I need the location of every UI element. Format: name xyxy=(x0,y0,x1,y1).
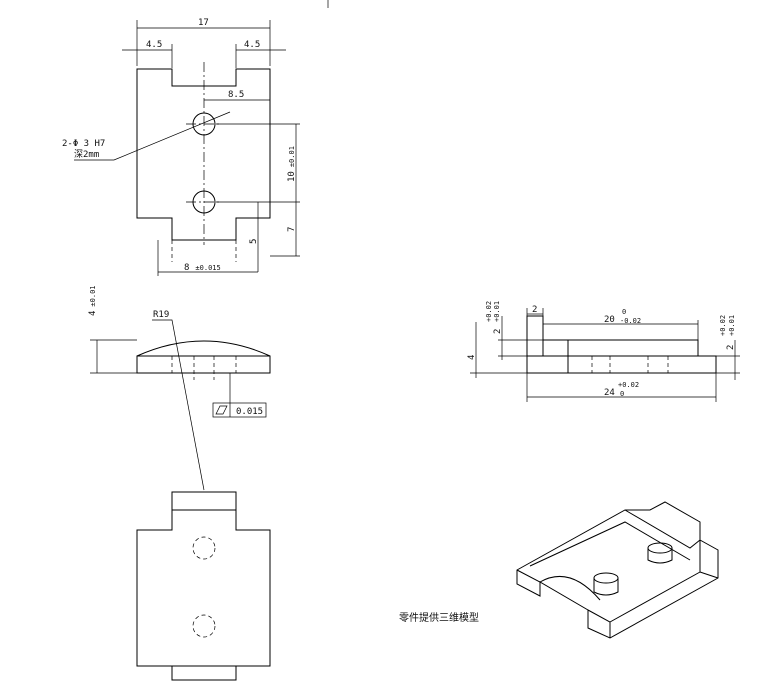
flatness-frame xyxy=(212,402,267,418)
front-view: 4±0.01 R19 0.015 xyxy=(88,286,271,491)
dim-2-left-tol-bot: +0.01 xyxy=(493,301,501,322)
hidden-recess xyxy=(171,239,237,262)
dim-2-step: 2 xyxy=(532,305,537,315)
flatness-icon xyxy=(215,405,228,415)
hole-depth: 深2mm xyxy=(74,149,99,160)
dim-17: 17 xyxy=(198,18,209,28)
side-view: 2 20 0 -0.02 2 +0.02 +0.01 4 2 +0.02 +0.… xyxy=(467,301,740,402)
dim-20-tol-top: 0 xyxy=(622,308,626,316)
iso-hole-2-wall xyxy=(647,548,673,564)
radius-leader xyxy=(152,319,205,491)
dim-4-front: 4±0.01 xyxy=(88,286,98,317)
hole-callout: 2-Φ 3 H7 xyxy=(62,139,105,149)
top-view: 17 4.5 4.5 8.5 10±0.01 7 5 8±0.015 2-Φ 3… xyxy=(62,18,300,276)
dim-24-tol-bot: 0 xyxy=(620,390,624,398)
dim-2-left: 2 xyxy=(493,329,503,334)
dim-8.5: 8.5 xyxy=(228,90,244,100)
dim-8: 8±0.015 xyxy=(184,263,221,273)
iso-hole-1 xyxy=(593,572,619,584)
dim-4.5-right: 4.5 xyxy=(244,40,260,50)
bottom-view xyxy=(136,491,271,681)
front-view-body xyxy=(136,355,271,374)
dim-2-right-tol-top: +0.02 xyxy=(719,315,727,336)
flatness-value: 0.015 xyxy=(236,407,263,417)
dim-4.5-left: 4.5 xyxy=(146,40,162,50)
dim-7: 7 xyxy=(287,227,297,232)
dim-24-tol-top: +0.02 xyxy=(618,381,639,389)
front-view-arc xyxy=(136,340,271,357)
iso-edge xyxy=(529,521,691,567)
iso-curved-surface xyxy=(539,575,601,601)
dim-24: 24 xyxy=(604,388,615,398)
dim-20: 20 xyxy=(604,315,615,325)
hole-leader xyxy=(74,111,231,161)
dim-20-tol-bot: -0.02 xyxy=(620,317,641,325)
iso-edge xyxy=(516,569,541,596)
radius-label: R19 xyxy=(153,310,169,320)
dim-10: 10±0.01 xyxy=(287,146,297,182)
dim-2-left-tol-top: +0.02 xyxy=(485,301,493,322)
dim-2-right: 2 xyxy=(726,345,736,350)
iso-hole-2 xyxy=(647,542,673,554)
dim-5: 5 xyxy=(249,239,259,244)
iso-edge xyxy=(624,509,701,549)
hidden-hole-top xyxy=(192,536,216,560)
iso-hole-1-wall xyxy=(593,578,619,596)
isometric-view xyxy=(516,501,719,639)
dim-4-side: 4 xyxy=(467,355,477,360)
hidden-hole-bottom xyxy=(192,614,216,638)
iso-edge xyxy=(699,571,719,579)
model-note: 零件提供三维模型 xyxy=(399,611,479,624)
bottom-view-outline xyxy=(136,491,271,681)
iso-edge xyxy=(587,609,611,638)
side-view-outline xyxy=(526,315,717,374)
dim-2-right-tol-bot: +0.01 xyxy=(728,315,736,336)
top-view-outline xyxy=(136,68,271,241)
